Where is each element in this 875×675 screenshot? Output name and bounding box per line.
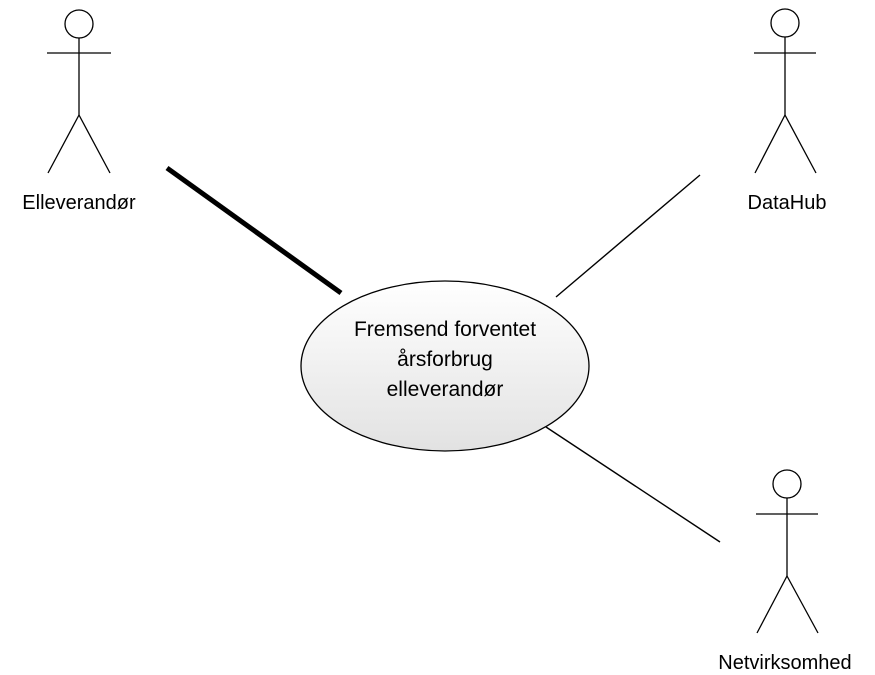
use-case-label-line-2: årsforbrug bbox=[397, 348, 493, 371]
use-case[interactable]: Fremsend forventet årsforbrug elleverand… bbox=[300, 280, 590, 452]
actor-label: DataHub bbox=[748, 192, 827, 214]
use-case-label-line-3: elleverandør bbox=[387, 378, 504, 401]
association-elleverandor bbox=[165, 165, 343, 296]
association-netvirksomhed bbox=[545, 426, 721, 543]
actor-label: Netvirksomhed bbox=[718, 652, 851, 674]
stick-figure-icon bbox=[754, 8, 817, 174]
actor-elleverandor[interactable]: Elleverandør bbox=[22, 9, 136, 214]
stick-figure-icon bbox=[47, 9, 111, 174]
actor-label: Elleverandør bbox=[22, 192, 136, 214]
stick-figure-icon bbox=[756, 469, 819, 634]
association-datahub bbox=[555, 174, 701, 298]
use-case-ellipse bbox=[300, 280, 590, 452]
actor-netvirksomhed[interactable]: Netvirksomhed bbox=[718, 469, 852, 674]
use-case-label-line-1: Fremsend forventet bbox=[354, 318, 536, 341]
actor-datahub[interactable]: DataHub bbox=[748, 8, 827, 214]
